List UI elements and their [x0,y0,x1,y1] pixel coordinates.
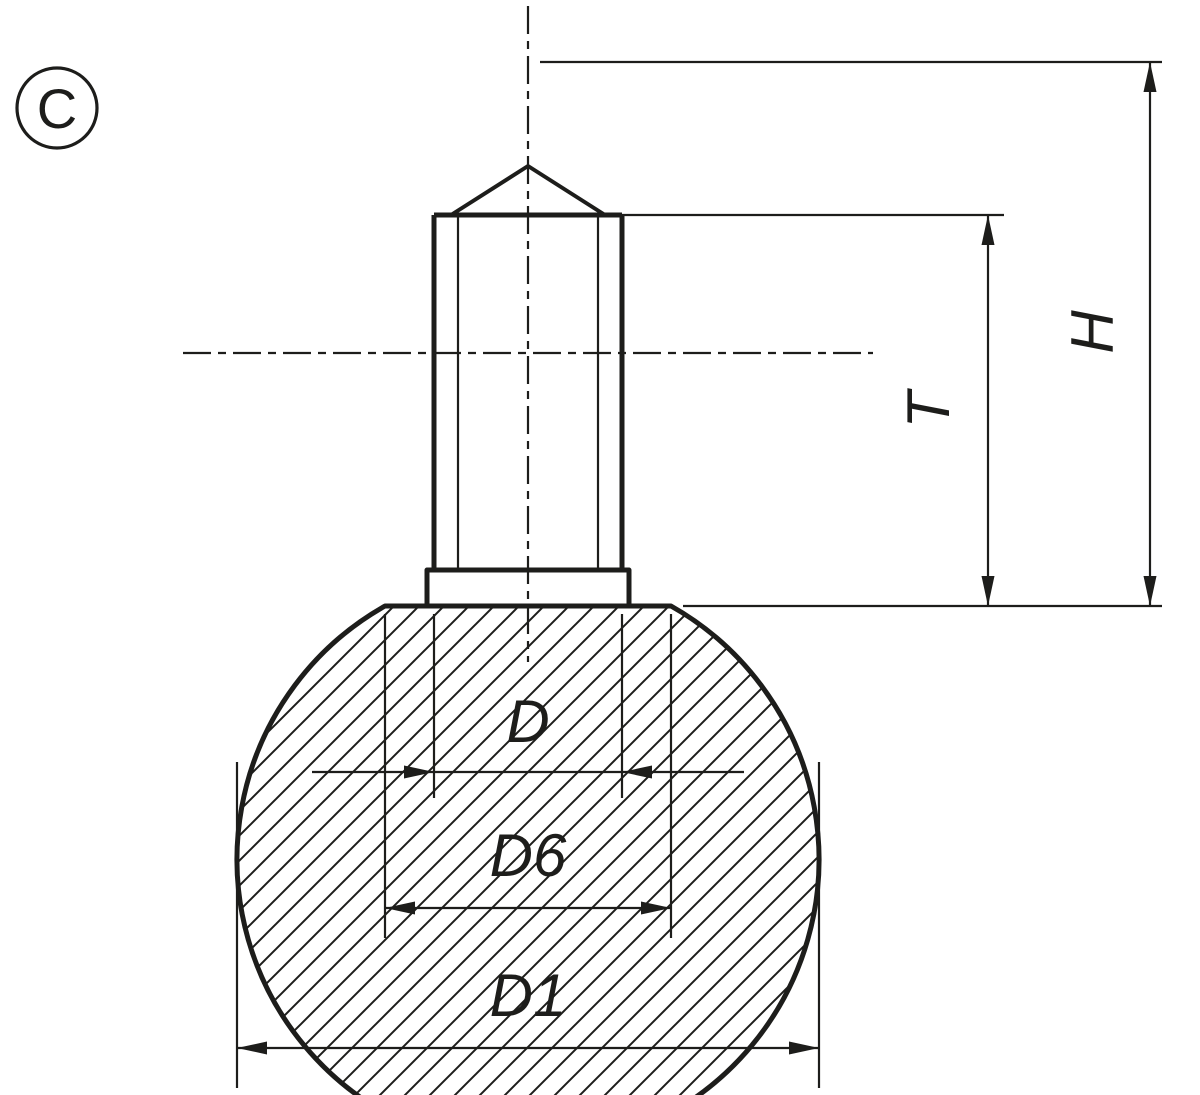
arrowhead-d1-left [237,1041,267,1055]
dimension-label-d6: D6 [490,822,567,889]
dimension-h: H [1059,62,1157,606]
view-label-text: C [37,77,77,140]
dimension-d: D [312,688,744,779]
arrowhead-t-bottom [981,576,995,606]
view-label: C [15,66,99,150]
dimension-label-d1: D1 [490,962,567,1029]
arrowhead-d-right [622,765,652,779]
arrowhead-h-bottom [1143,576,1157,606]
drill-point-fill [451,166,605,215]
dimension-t: T [895,215,995,606]
arrowhead-d-left [404,765,434,779]
dimension-d6: D6 [385,822,671,915]
dimension-d1: D1 [237,962,819,1055]
dimension-label-d: D [506,688,549,755]
arrowhead-d6-left [385,901,415,915]
dimension-label-h: H [1059,310,1126,354]
arrowhead-h-top [1143,62,1157,92]
view-label-circle [15,66,99,150]
arrowhead-d1-right [789,1041,819,1055]
arrowhead-d6-right [641,901,671,915]
dimension-label-t: T [895,387,962,428]
arrowhead-t-top [981,215,995,245]
extension-lines [235,60,1162,1088]
knob-body-outline [234,603,822,1095]
